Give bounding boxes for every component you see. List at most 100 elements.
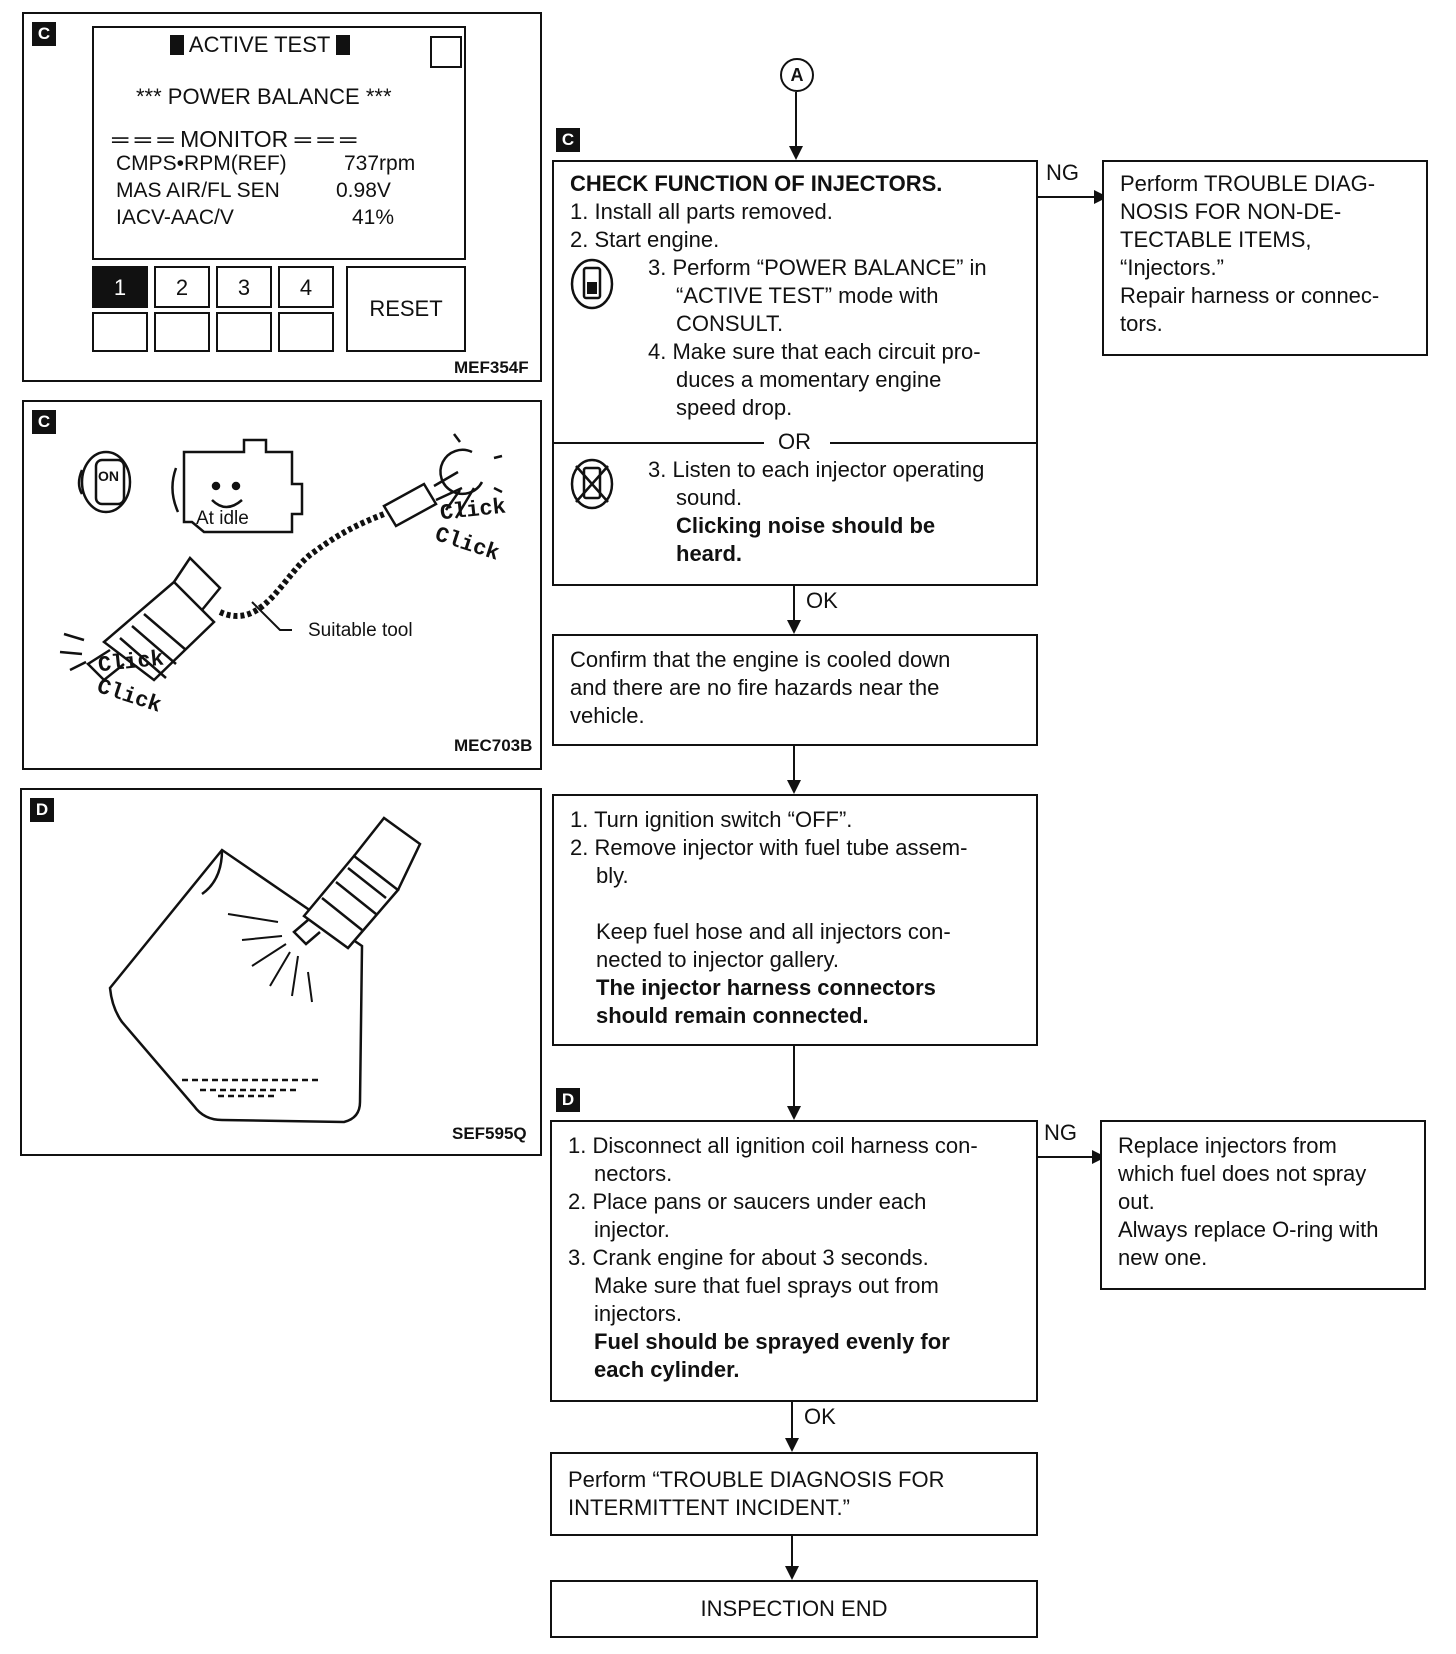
ng-label: NG — [1044, 1120, 1077, 1145]
section-tag-d: D — [556, 1088, 580, 1112]
arrow-down-icon — [787, 780, 801, 794]
step-text: The injector harness connectors — [596, 975, 936, 1000]
step-text: 3. Listen to each injector operating — [648, 457, 985, 482]
step-text: each cylinder. — [594, 1357, 740, 1382]
blank-key[interactable] — [154, 312, 210, 352]
blank-key[interactable] — [278, 312, 334, 352]
step-text: speed drop. — [676, 395, 793, 420]
confirm-text: vehicle. — [570, 703, 645, 728]
black-square-icon — [336, 35, 351, 55]
cylinder-key-3[interactable]: 3 — [216, 266, 272, 308]
ng-text: tors. — [1120, 311, 1163, 336]
section-tag-d: D — [30, 798, 54, 822]
listen-panel: C — [22, 400, 542, 770]
cylinder-key-4[interactable]: 4 — [278, 266, 334, 308]
ng-text: Perform TROUBLE DIAG- — [1120, 171, 1376, 196]
ng-text: new one. — [1118, 1245, 1208, 1270]
callout-line — [251, 601, 292, 631]
confirm-text: Confirm that the engine is cooled down — [570, 647, 951, 672]
ok-label: OK — [806, 588, 838, 613]
step-text: Fuel should be sprayed evenly for — [594, 1329, 950, 1354]
step-text: “ACTIVE TEST” mode with — [676, 283, 939, 308]
monitor-label: IACV-AAC/V — [116, 206, 234, 229]
intermittent-incident-box: Perform “TROUBLE DIAGNOSIS FOR INTERMITT… — [550, 1452, 1038, 1536]
monitor-label: MAS AIR/FL SEN — [116, 179, 280, 202]
engine-icon — [171, 438, 304, 534]
or-divider-line — [830, 442, 1036, 444]
step-text: injectors. — [594, 1301, 683, 1326]
step-text: 1. Install all parts removed. — [570, 199, 833, 224]
arrow-down-icon — [785, 1438, 799, 1452]
monitor-label: CMPS•RPM(REF) — [116, 152, 287, 175]
remove-injector-box: 1. Turn ignition switch “OFF”. 2. Remove… — [552, 794, 1038, 1046]
section-tag-c: C — [32, 22, 56, 46]
cylinder-key-2[interactable]: 2 — [154, 266, 210, 308]
flow-line — [791, 1402, 793, 1448]
ng-box-trouble-diagnosis: Perform TROUBLE DIAG- NOSIS FOR NON-DE- … — [1102, 160, 1428, 356]
listen-illustration — [59, 433, 503, 682]
ng-text: TECTABLE ITEMS, — [1120, 227, 1312, 252]
ng-label: NG — [1046, 160, 1079, 185]
injector-icon — [292, 816, 422, 950]
step-text: 2. Place pans or saucers under each — [568, 1189, 927, 1214]
double-line-icon: ═ ═ ═ — [294, 126, 357, 152]
figure-code: MEC703B — [454, 736, 533, 755]
monitor-header: ═ ═ ═ MONITOR ═ ═ ═ — [112, 126, 356, 153]
monitor-row: IACV-AAC/V — [116, 206, 234, 230]
step-text: 1. Disconnect all ignition coil harness … — [568, 1133, 978, 1158]
arrow-down-icon — [789, 146, 803, 160]
ignition-key-icon — [77, 450, 132, 514]
blank-key[interactable] — [92, 312, 148, 352]
arrow-down-icon — [787, 620, 801, 634]
ng-text: NOSIS FOR NON-DE- — [1120, 199, 1342, 224]
step-text: 4. Make sure that each circuit pro- — [648, 339, 981, 364]
screen-title-bar: ACTIVE TEST — [170, 32, 351, 58]
monitor-label: MONITOR — [180, 126, 289, 152]
connector-label: A — [790, 65, 804, 85]
double-line-icon: ═ ═ ═ — [112, 126, 174, 152]
ng-text: which fuel does not spray — [1118, 1161, 1367, 1186]
inspection-end-box: INSPECTION END — [550, 1580, 1038, 1638]
blank-key[interactable] — [216, 312, 272, 352]
perform-text: Perform “TROUBLE DIAGNOSIS FOR — [568, 1467, 945, 1492]
or-label: OR — [778, 429, 811, 454]
monitor-value: 737rpm — [344, 152, 416, 175]
spray-illustration — [108, 816, 422, 1124]
perform-text: INTERMITTENT INCIDENT.” — [568, 1495, 850, 1520]
screen-toggle-box[interactable] — [430, 36, 462, 68]
no-consult-icon — [570, 458, 614, 510]
consult-panel: C ACTIVE TEST *** POWER BALANCE *** ═ ═ … — [22, 12, 542, 382]
inspection-end-label: INSPECTION END — [700, 1596, 888, 1621]
figure-code: MEF354F — [454, 358, 529, 377]
cylinder-key-1[interactable]: 1 — [92, 266, 148, 308]
arrow-down-icon — [787, 1106, 801, 1120]
step-text: Keep fuel hose and all injectors con- — [596, 919, 951, 944]
step-text: CONSULT. — [676, 311, 784, 336]
monitor-row: MAS AIR/FL SEN — [116, 179, 280, 203]
black-square-icon — [170, 35, 184, 55]
section-tag-c: C — [556, 128, 580, 152]
reset-button[interactable]: RESET — [346, 266, 466, 352]
step-text: 3. Perform “POWER BALANCE” in — [648, 255, 987, 280]
ng-text: Replace injectors from — [1118, 1133, 1337, 1158]
monitor-value: 0.98V — [336, 179, 391, 202]
section-tag-c: C — [32, 410, 56, 434]
injector-icon — [59, 556, 222, 682]
step-text: sound. — [676, 485, 743, 510]
flow-line — [793, 1046, 795, 1118]
ng-text: Repair harness or connec- — [1120, 283, 1380, 308]
confirm-text: and there are no fire hazards near the — [570, 675, 940, 700]
arrow-down-icon — [785, 1566, 799, 1580]
flow-line — [793, 586, 795, 630]
screen-title: ACTIVE TEST — [188, 32, 330, 57]
flow-line — [1038, 1156, 1094, 1158]
suitable-tool-label: Suitable tool — [308, 620, 413, 641]
step-text: Make sure that fuel sprays out from — [594, 1273, 939, 1298]
step-text: heard. — [676, 541, 743, 566]
fuel-pan-icon — [108, 848, 364, 1124]
step-text: 3. Crank engine for about 3 seconds. — [568, 1245, 929, 1270]
step-text: nectors. — [594, 1161, 673, 1186]
step-text: duces a momentary engine — [676, 367, 942, 392]
at-idle-label: At idle — [196, 508, 249, 529]
flow-line — [793, 746, 795, 786]
